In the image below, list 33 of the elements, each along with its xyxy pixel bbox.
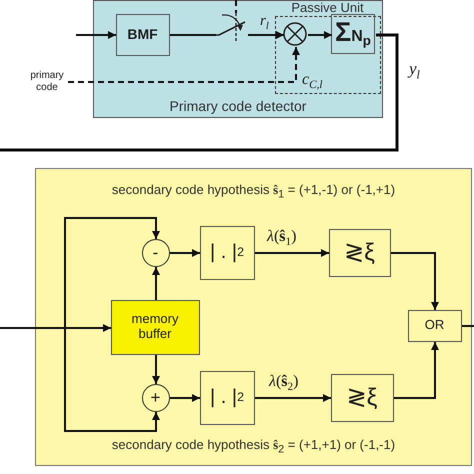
adder-circle: + xyxy=(142,384,170,412)
memory-buffer-box: memory buffer xyxy=(110,300,200,354)
line xyxy=(462,325,474,327)
threshold-box: ≷ξ xyxy=(330,374,394,422)
arrow xyxy=(76,31,116,39)
arrow xyxy=(248,31,284,39)
arrow xyxy=(152,355,160,384)
frame-title: Passive Unit xyxy=(291,0,364,14)
arrow xyxy=(308,31,332,39)
arrow xyxy=(170,394,200,402)
arrow xyxy=(255,394,331,402)
hypothesis-text: secondary code hypothesis ŝ$_{2}$ = (+1,+1) or (-1,-1) xyxy=(112,437,396,456)
arrow xyxy=(391,252,439,310)
hypothesis-text: secondary code hypothesis ŝ$_{1}$ = (+1,-1) or (-1,+1) xyxy=(112,182,396,201)
threshold-box: ≷ξ xyxy=(328,228,390,276)
dashed-arrow xyxy=(68,47,300,83)
arrow xyxy=(255,249,329,257)
line xyxy=(170,34,216,36)
arrow xyxy=(152,267,160,300)
dashed-line xyxy=(235,0,237,13)
arrow xyxy=(170,249,200,257)
or-gate-box: OR xyxy=(408,310,462,342)
multiplier-symbol xyxy=(283,22,307,46)
summation-box: ΣN$_{p}$ xyxy=(331,14,375,54)
hypothesis-panel xyxy=(35,168,472,466)
signal-label: primary code xyxy=(26,70,68,96)
panel-title: Primary code detector xyxy=(170,98,306,114)
arrow xyxy=(394,342,439,399)
subtractor-circle: - xyxy=(142,238,170,266)
line xyxy=(0,34,398,152)
process-box: BMF xyxy=(116,14,170,56)
switch-symbol xyxy=(216,12,248,42)
detector-panel xyxy=(93,0,383,118)
